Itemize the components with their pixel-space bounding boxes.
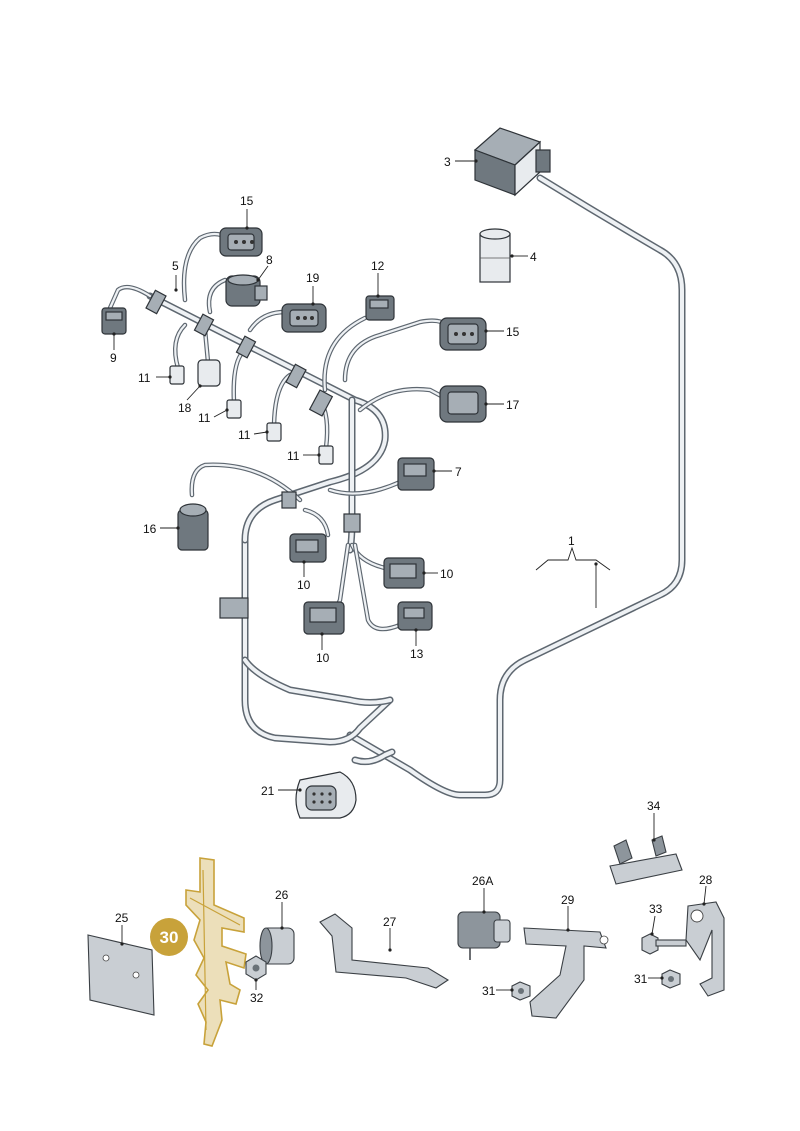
label-32: 32 xyxy=(250,991,264,1005)
connector-19 xyxy=(281,303,327,333)
label-30: 30 xyxy=(160,928,179,947)
part-26a xyxy=(457,911,511,960)
connector-10-a xyxy=(289,533,327,563)
label-13: 13 xyxy=(410,647,424,661)
connector-13 xyxy=(397,601,433,631)
label-15-upper: 15 xyxy=(240,194,254,208)
label-12: 12 xyxy=(371,259,385,273)
connector-3 xyxy=(473,127,551,197)
connector-7 xyxy=(397,457,435,491)
badge-30 xyxy=(150,918,188,956)
sleeve-4 xyxy=(479,228,511,283)
label-4: 4 xyxy=(530,250,537,264)
callout-labels: 3 4 5 15 8 19 12 15 17 7 9 11 18 11 11 1… xyxy=(110,155,713,1005)
label-19: 19 xyxy=(306,271,320,285)
clip-26 xyxy=(259,927,295,965)
label-17: 17 xyxy=(506,398,520,412)
label-33: 33 xyxy=(649,902,663,916)
nut-31-a xyxy=(511,981,531,1001)
bracket-28 xyxy=(685,901,725,997)
connector-10-c xyxy=(303,601,345,635)
label-26: 26 xyxy=(275,888,289,902)
label-25: 25 xyxy=(115,911,129,925)
bracket-30-highlighted xyxy=(185,857,247,1047)
label-34: 34 xyxy=(647,799,661,813)
label-1: 1 xyxy=(568,534,575,548)
label-11-c: 11 xyxy=(238,428,251,442)
plug-11-a xyxy=(169,365,185,385)
label-11-a: 11 xyxy=(138,371,151,385)
label-11-b: 11 xyxy=(198,411,211,425)
label-10-c: 10 xyxy=(316,651,330,665)
nut-32 xyxy=(245,955,267,981)
bracket-29 xyxy=(523,927,609,1019)
label-18: 18 xyxy=(178,401,192,415)
bolt-33 xyxy=(641,933,687,955)
connector-12 xyxy=(365,295,395,321)
label-15-right: 15 xyxy=(506,325,520,339)
plug-11-d xyxy=(318,445,334,465)
plug-11-c xyxy=(266,422,282,442)
label-16: 16 xyxy=(143,522,157,536)
clip-34 xyxy=(609,835,683,885)
connector-17 xyxy=(439,385,487,423)
connector-21 xyxy=(295,771,357,819)
label-9: 9 xyxy=(110,351,117,365)
label-28: 28 xyxy=(699,873,713,887)
label-21: 21 xyxy=(261,784,275,798)
label-10-a: 10 xyxy=(297,578,311,592)
label-31-a: 31 xyxy=(482,984,496,998)
label-7: 7 xyxy=(455,465,462,479)
label-8: 8 xyxy=(266,253,273,267)
connector-15-right xyxy=(439,317,487,351)
connector-16 xyxy=(177,503,209,551)
plate-25 xyxy=(87,934,155,1016)
connector-10-b xyxy=(383,557,425,589)
label-26a: 26A xyxy=(472,874,493,888)
label-29: 29 xyxy=(561,893,575,907)
leader-lines xyxy=(112,159,707,992)
plug-18 xyxy=(197,359,221,387)
connector-9 xyxy=(101,307,127,335)
label-10-b: 10 xyxy=(440,567,454,581)
label-27: 27 xyxy=(383,915,397,929)
plug-11-b xyxy=(226,399,242,419)
label-11-d: 11 xyxy=(287,449,300,463)
nut-31-b xyxy=(661,969,681,989)
label-31-b: 31 xyxy=(634,972,648,986)
label-5: 5 xyxy=(172,259,179,273)
harness-clips xyxy=(145,289,361,619)
connector-8 xyxy=(225,274,268,307)
bracket-27 xyxy=(319,913,450,989)
label-3: 3 xyxy=(444,155,451,169)
connector-15-upper xyxy=(219,227,263,257)
